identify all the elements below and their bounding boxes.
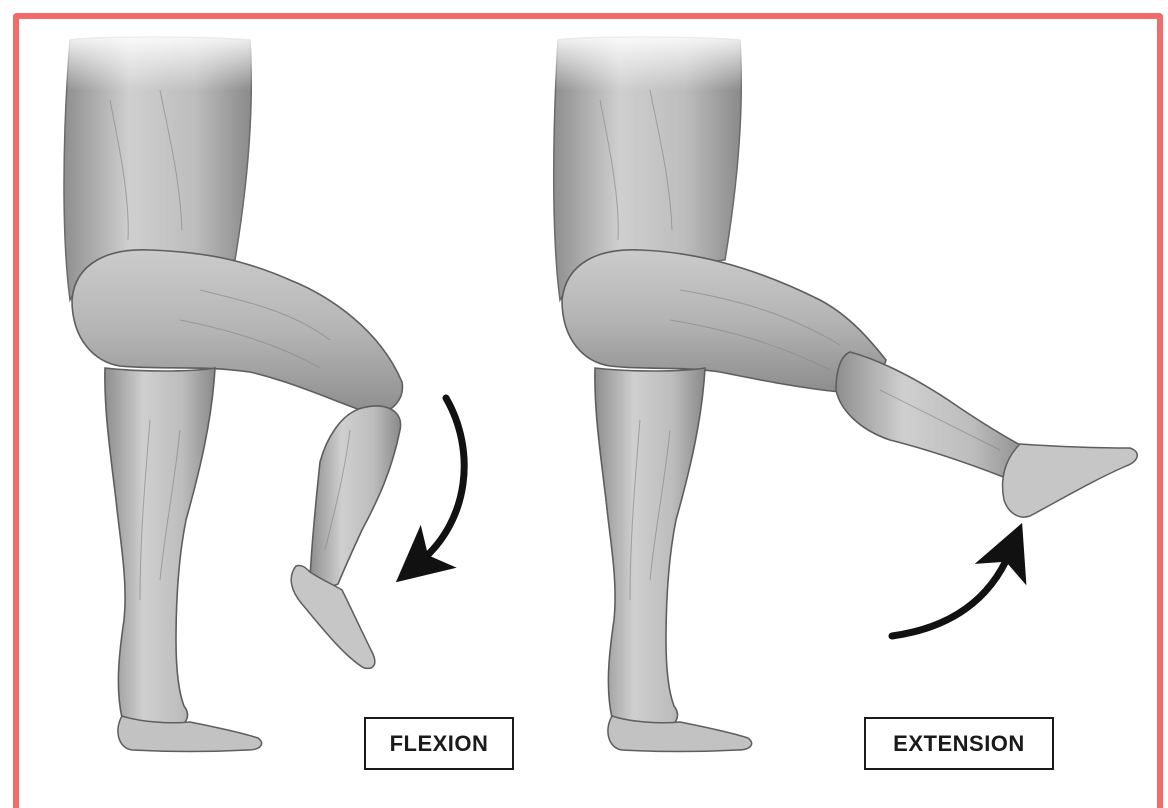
standing-leg-left-figure [105,368,215,728]
extension-label: EXTENSION [864,717,1054,770]
flexion-arrow-icon [420,398,464,562]
shin-left-figure [310,406,401,586]
flexion-label: FLEXION [364,717,514,770]
extension-arrow-icon [892,552,1010,636]
leg-extension-illustration [545,30,1137,752]
standing-leg-right-figure [595,368,705,728]
leg-flexion-illustration [55,30,402,752]
extended-shin-right-figure [836,352,1030,478]
foot-right-figure-standing [608,716,752,752]
foot-left-figure-standing [118,716,262,752]
foot-right-figure-extended [1003,444,1138,517]
